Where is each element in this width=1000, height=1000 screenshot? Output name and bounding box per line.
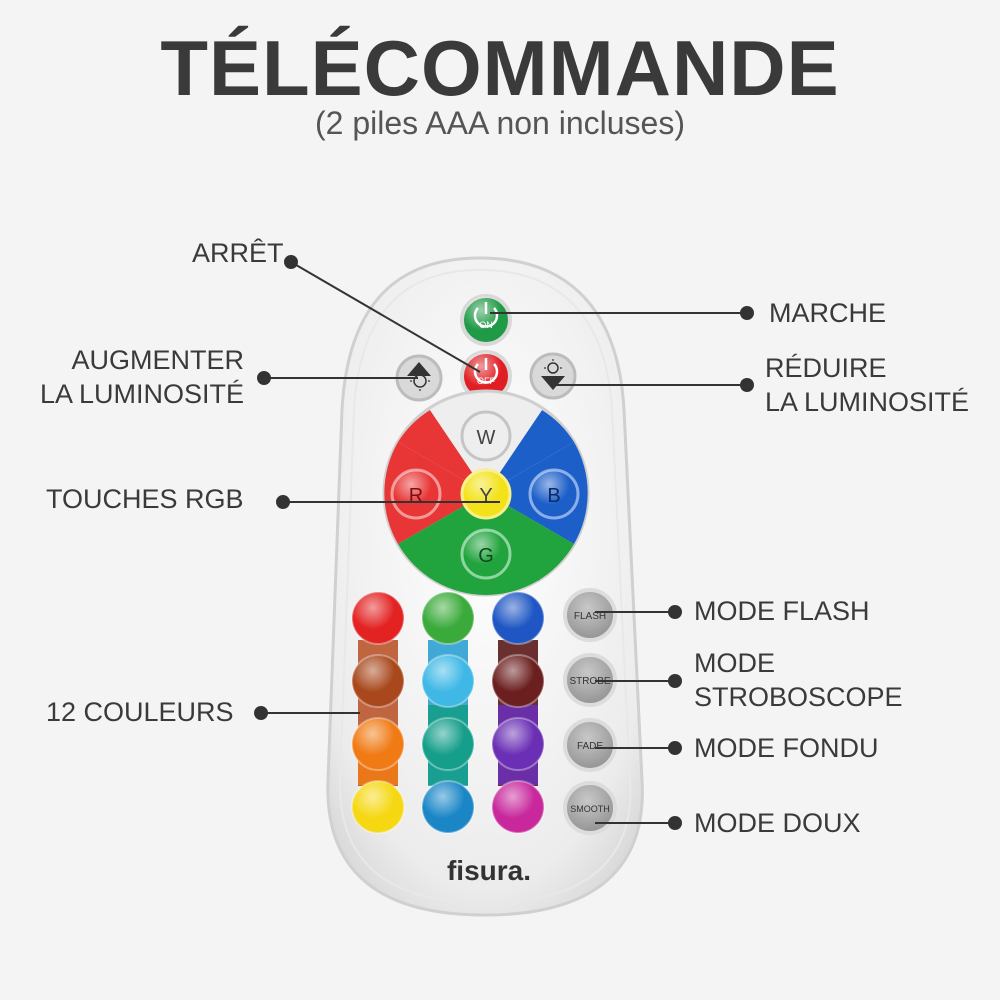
brightness-down-button[interactable] (529, 352, 577, 400)
strobe-button[interactable]: STROBE (563, 653, 617, 707)
svg-text:FLASH: FLASH (574, 611, 606, 622)
callout-lines (254, 255, 754, 830)
color-button[interactable] (491, 591, 545, 645)
brightness-up-button[interactable] (395, 354, 443, 402)
color-button[interactable] (421, 654, 475, 708)
callout-reduire: RÉDUIRE LA LUMINOSITÉ (765, 353, 970, 417)
svg-text:G: G (478, 545, 494, 567)
brightness-down-icon (541, 359, 565, 390)
svg-text:B: B (547, 485, 560, 507)
svg-text:Y: Y (479, 485, 492, 507)
smooth-button[interactable]: SMOOTH (563, 781, 617, 835)
color-button[interactable] (351, 591, 405, 645)
svg-text:FADE: FADE (577, 741, 603, 752)
callout-12-couleurs: 12 COULEURS (46, 697, 234, 727)
color-button[interactable] (491, 780, 545, 834)
rgb-key-g[interactable]: G (460, 528, 512, 580)
off-button[interactable]: OFF (460, 350, 512, 402)
flash-button[interactable]: FLASH (563, 588, 617, 642)
brand-logo: fisura. (447, 855, 531, 886)
color-button[interactable] (351, 717, 405, 771)
rgb-key-b[interactable]: B (528, 468, 580, 520)
on-button[interactable]: ON (460, 294, 512, 346)
svg-text:R: R (409, 485, 423, 507)
svg-text:ON: ON (479, 320, 493, 330)
rgb-key-r[interactable]: R (390, 468, 442, 520)
fade-button[interactable]: FADE (563, 718, 617, 772)
svg-text:SMOOTH: SMOOTH (570, 804, 610, 814)
rgb-key-y[interactable]: Y (460, 468, 512, 520)
color-button[interactable] (421, 591, 475, 645)
brightness-up-icon (407, 362, 431, 391)
color-button[interactable] (491, 717, 545, 771)
rgb-key-w[interactable]: W (460, 410, 512, 462)
color-button[interactable] (421, 717, 475, 771)
color-button[interactable] (421, 780, 475, 834)
color-button[interactable] (351, 654, 405, 708)
page-title: TÉLÉCOMMANDE (160, 24, 840, 112)
callout-doux: MODE DOUX (694, 808, 861, 838)
svg-text:W: W (477, 427, 496, 449)
color-button[interactable] (351, 780, 405, 834)
svg-text:STROBE: STROBE (569, 676, 610, 687)
svg-text:OFF: OFF (477, 376, 495, 386)
callout-fondu: MODE FONDU (694, 733, 879, 763)
callout-stroboscope: MODE STROBOSCOPE (694, 648, 903, 712)
page-subtitle: (2 piles AAA non incluses) (315, 105, 685, 141)
callout-augmenter: AUGMENTER LA LUMINOSITÉ (39, 345, 244, 409)
callout-flash: MODE FLASH (694, 596, 870, 626)
callout-arret: ARRÊT (192, 238, 284, 268)
callout-marche: MARCHE (769, 298, 887, 328)
callout-rgb: TOUCHES RGB (46, 484, 244, 514)
color-button[interactable] (491, 654, 545, 708)
